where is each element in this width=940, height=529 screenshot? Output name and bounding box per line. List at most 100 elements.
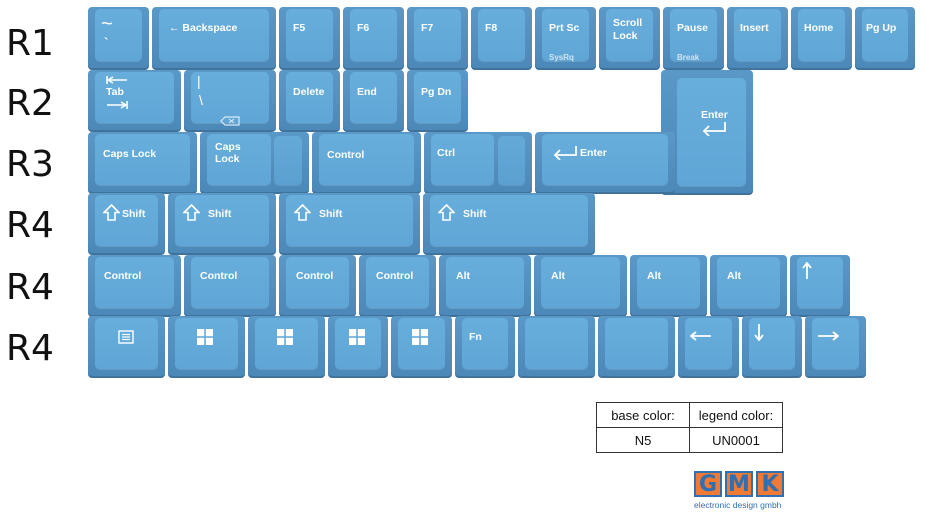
key-fn[interactable]: Fn [455, 316, 515, 378]
key-legend: Control [200, 270, 238, 282]
key-alt-1[interactable]: Alt [439, 255, 531, 317]
key-legend: Control [104, 270, 142, 282]
key-pipe[interactable]: | \ [184, 70, 276, 132]
key-windows-3[interactable] [328, 316, 388, 378]
key-shift-3[interactable]: Shift [279, 193, 420, 255]
key-end[interactable]: End [343, 70, 404, 132]
row-label-r1: R1 [6, 23, 54, 64]
key-home[interactable]: Home [791, 7, 852, 70]
row-label-r4: R4 [6, 328, 54, 369]
key-legend: Alt [456, 270, 470, 282]
shift-icon [438, 204, 455, 221]
key-shift-2[interactable]: Shift [168, 193, 276, 255]
key-legend: Caps [215, 141, 241, 153]
key-shift-4[interactable]: Shift [423, 193, 595, 255]
key-control-2[interactable]: Control [184, 255, 276, 317]
key-f5[interactable]: F5 [279, 7, 340, 70]
key-legend: ~ [101, 13, 113, 35]
key-legend: Lock [215, 153, 240, 165]
key-enter[interactable]: Enter [535, 132, 675, 194]
key-scroll-lock[interactable]: Scroll Lock [599, 7, 660, 70]
key-pgdn[interactable]: Pg Dn [407, 70, 468, 132]
arrow-left-icon [690, 331, 712, 341]
key-sublegend: SysRq [549, 53, 574, 62]
key-f8[interactable]: F8 [471, 7, 532, 70]
key-legend: Scroll [613, 17, 643, 29]
key-windows-1[interactable] [168, 316, 245, 378]
key-legend: Caps Lock [103, 148, 157, 160]
key-capslock[interactable]: Caps Lock [88, 132, 197, 194]
key-windows-4[interactable] [391, 316, 452, 378]
key-f6[interactable]: F6 [343, 7, 404, 70]
key-blank-1[interactable] [518, 316, 595, 378]
key-alt-2[interactable]: Alt [534, 255, 627, 317]
shift-icon [183, 204, 200, 221]
key-legend: Shift [122, 208, 146, 220]
key-arrow-down[interactable] [742, 316, 802, 378]
key-arrow-left[interactable] [678, 316, 739, 378]
key-legend: Pg Dn [421, 86, 452, 98]
key-sublegend: Break [677, 53, 700, 62]
key-legend: Insert [740, 22, 769, 34]
key-legend: Prt Sc [549, 22, 580, 34]
key-legend: Pause [677, 22, 708, 34]
key-pause[interactable]: Pause Break [663, 7, 724, 70]
key-f7[interactable]: F7 [407, 7, 468, 70]
row-label-r2: R2 [6, 83, 54, 124]
key-legend: Shift [208, 208, 232, 220]
key-ctrl-stepped[interactable]: Ctrl [424, 132, 532, 194]
key-legend: ← Backspace [169, 22, 238, 34]
key-legend: Delete [293, 86, 325, 98]
key-legend: F5 [293, 22, 306, 34]
windows-icon [277, 329, 293, 345]
key-legend: F6 [357, 22, 370, 34]
key-legend: Tab [106, 86, 124, 98]
key-capslock-stepped[interactable]: Caps Lock [200, 132, 309, 194]
key-legend: | [197, 73, 201, 89]
base-color-value: N5 [596, 427, 690, 453]
key-backspace[interactable]: ← Backspace [152, 7, 276, 70]
key-pgup[interactable]: Pg Up [855, 7, 915, 70]
key-alt-4[interactable]: Alt [710, 255, 787, 317]
key-legend: Fn [469, 331, 482, 343]
key-arrow-up[interactable] [790, 255, 850, 317]
logo-letter: G [694, 471, 722, 497]
key-legend: Pg Up [866, 22, 897, 34]
key-prtsc[interactable]: Prt Sc SysRq [535, 7, 596, 70]
key-delete[interactable]: Delete [279, 70, 340, 132]
key-legend: \ [199, 92, 203, 108]
key-windows-2[interactable] [248, 316, 325, 378]
key-legend: Control [296, 270, 334, 282]
key-control-1[interactable]: Control [88, 255, 181, 317]
key-tab[interactable]: Tab [88, 70, 181, 132]
key-blank-2[interactable] [598, 316, 675, 378]
windows-icon [197, 329, 213, 345]
key-legend: Ctrl [437, 147, 456, 159]
key-legend: Control [376, 270, 414, 282]
logo-subtitle: electronic design gmbh [694, 500, 782, 510]
legend-color-value: UN0001 [689, 427, 783, 453]
key-arrow-right[interactable] [805, 316, 866, 378]
key-alt-3[interactable]: Alt [630, 255, 707, 317]
key-control-4[interactable]: Control [359, 255, 436, 317]
key-legend: Shift [319, 208, 343, 220]
key-tilde[interactable]: ~ ` [88, 7, 149, 70]
key-legend: Alt [551, 270, 565, 282]
key-legend: F7 [421, 22, 434, 34]
key-legend: Control [327, 149, 365, 161]
key-legend: Alt [647, 270, 661, 282]
arrow-down-icon [754, 323, 764, 341]
key-legend: Enter [580, 147, 607, 159]
key-legend: End [357, 86, 377, 98]
key-insert[interactable]: Insert [727, 7, 788, 70]
key-control-r3[interactable]: Control [312, 132, 421, 194]
arrow-up-icon [802, 262, 812, 280]
key-enter-tall[interactable]: Enter [661, 70, 753, 195]
key-legend: Home [804, 22, 834, 34]
key-control-3[interactable]: Control [279, 255, 356, 317]
legend-color-header: legend color: [689, 402, 783, 428]
color-spec-table: base color: legend color: N5 UN0001 [596, 402, 783, 453]
key-menu[interactable] [88, 316, 165, 378]
key-shift-1[interactable]: Shift [88, 193, 165, 255]
windows-icon [412, 329, 428, 345]
